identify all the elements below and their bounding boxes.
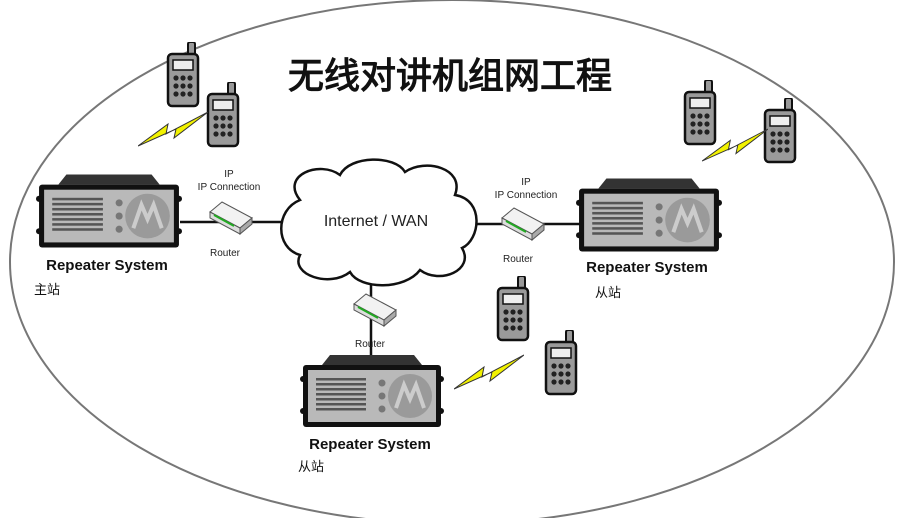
radio-handset-icon: [763, 98, 797, 164]
radio-handset-icon: [496, 276, 530, 342]
site-label-main: 主站: [34, 283, 60, 298]
lightning-icon: [454, 354, 524, 390]
lightning-icon: [138, 112, 208, 147]
router-label-right: Router: [503, 254, 534, 265]
ip-label-left-1: IP: [224, 169, 234, 180]
radio-handset-icon: [544, 330, 578, 396]
router-label-left: Router: [210, 248, 241, 259]
diagram-title: 无线对讲机组网工程: [288, 55, 612, 97]
repeater-label-bottom: Repeater System: [309, 436, 431, 453]
ip-connection-label-left: IP Connection: [198, 182, 261, 193]
radio-handset-icon: [206, 82, 240, 148]
router-right: [501, 207, 545, 241]
router-label-bottom: Router: [355, 339, 386, 350]
repeater-label-main: Repeater System: [46, 257, 168, 274]
site-label-bottom: 从站: [298, 460, 324, 475]
repeater-slave-right: [576, 178, 722, 251]
network-boundary-ellipse: [9, 0, 895, 518]
router-bottom: [353, 293, 397, 327]
router-left: [209, 201, 253, 235]
repeater-label-right: Repeater System: [586, 259, 708, 276]
ip-connection-label-right: IP Connection: [495, 190, 558, 201]
ip-label-right-1: IP: [521, 177, 531, 188]
radio-handset-icon: [683, 80, 717, 146]
site-label-right: 从站: [595, 286, 621, 301]
internet-cloud: [280, 158, 478, 287]
repeater-main: [36, 174, 182, 247]
repeater-slave-bottom: [300, 355, 444, 427]
radio-handset-icon: [166, 42, 200, 108]
cloud-label: Internet / WAN: [324, 213, 428, 230]
